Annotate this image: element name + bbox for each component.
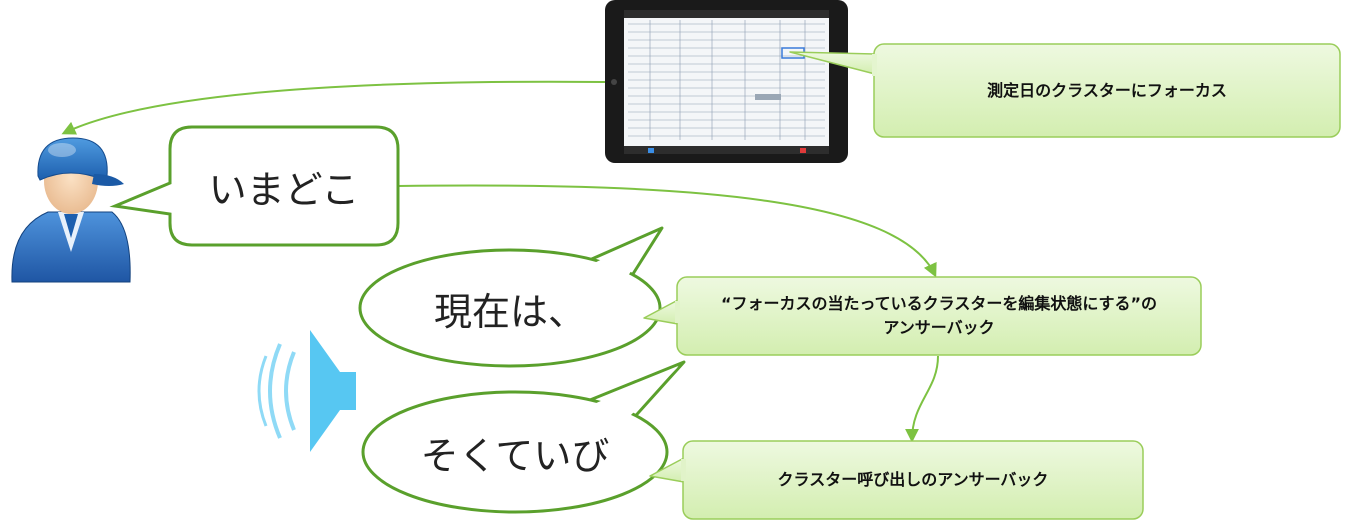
callout-call-answerback <box>649 440 1144 520</box>
callout-focus-note <box>789 43 1341 138</box>
response-bubble-1 <box>358 226 664 368</box>
worker-icon <box>11 137 131 283</box>
callout-edit-answerback <box>643 276 1202 356</box>
arrow-tablet-to-user <box>61 80 606 135</box>
speaker-icon <box>257 330 356 452</box>
query-text: いまどこ <box>208 167 360 212</box>
arrow-query-to-edit <box>397 184 937 278</box>
query-bubble <box>109 125 400 247</box>
response-text-2: そくていび <box>420 433 610 478</box>
callout-call-text: クラスター呼び出しのアンサーバック <box>777 470 1049 489</box>
callout-focus-text: 測定日のクラスターにフォーカス <box>987 80 1227 100</box>
callout-edit-text: “フォーカスの当たっているクラスターを編集状態にする”の アンサーバック <box>677 277 1201 355</box>
response-text-1: 現在は、 <box>433 289 586 334</box>
tablet-icon <box>605 0 848 163</box>
callout-edit-line1: “フォーカスの当たっているクラスターを編集状態にする”の <box>720 294 1158 313</box>
callout-edit-line2: アンサーバック <box>883 318 995 337</box>
response-bubble-2 <box>361 360 686 514</box>
arrow-edit-to-call <box>905 355 939 443</box>
